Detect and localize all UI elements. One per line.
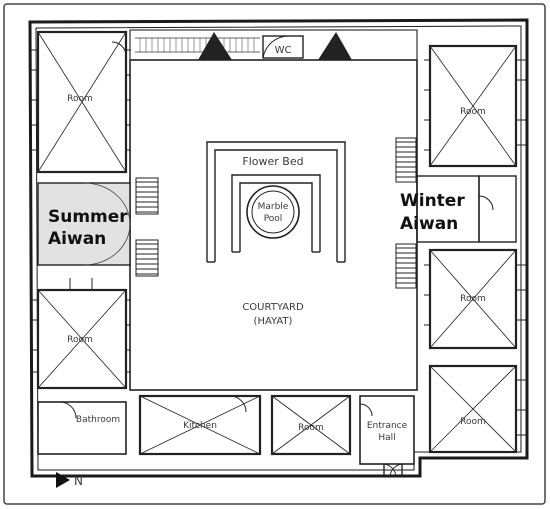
kitchen [138,394,262,456]
courtyard-label-1: COURTYARD [242,302,304,313]
courtyard-label-2: (HAYAT) [254,316,293,327]
room-bottom-center-label: Room [298,423,324,433]
winter-aiwan-label-2: Aiwan [400,214,458,234]
stair-triangle-left [198,32,232,60]
flower-bed-label: Flower Bed [242,155,303,168]
marble-pool-label-2: Pool [264,214,283,224]
room-bottom-center [270,394,352,456]
summer-aiwan [37,182,131,266]
winter-aiwan [416,175,517,243]
bathroom [37,401,127,455]
room-top-left [36,30,128,174]
flower-bed [206,141,346,263]
marble-pool [246,185,300,239]
north-label: N [74,474,83,488]
room-top-left-label: Room [67,94,93,104]
marble-pool-label-1: Marble [258,202,289,212]
stairs-right-lower [395,243,417,289]
room-bottom-right-label: Room [460,417,486,427]
entrance-hall-label-2: Hall [378,433,395,443]
stair-treads [136,141,416,284]
room-middle-left [36,278,128,390]
room-middle-right-label: Room [460,294,486,304]
entrance-hall-label-1: Entrance [367,421,408,431]
room-middle-left-label: Room [67,335,93,345]
room-top-right-label: Room [460,107,486,117]
stairs-right-upper [395,137,417,183]
top-stairs [129,29,418,61]
summer-aiwan-label-2: Aiwan [48,229,106,249]
stair-triangle-right [318,32,352,60]
wall-ticks [30,49,527,436]
room-bottom-right [428,364,518,454]
wc-label: WC [275,45,292,56]
stairs-left-lower [135,239,159,277]
entrance-hall [359,395,415,477]
stairs-left-upper [135,177,159,215]
kitchen-label: Kitchen [183,421,217,431]
wc-room: WC [262,35,304,59]
room-middle-right [428,248,518,350]
north-arrow-icon [56,472,70,488]
bathroom-label: Bathroom [76,415,120,425]
outer-wall [28,18,529,478]
image-frame [3,3,546,505]
room-top-right [428,44,518,168]
winter-aiwan-label-1: Winter [400,191,465,211]
summer-aiwan-label-1: Summer [48,207,128,227]
